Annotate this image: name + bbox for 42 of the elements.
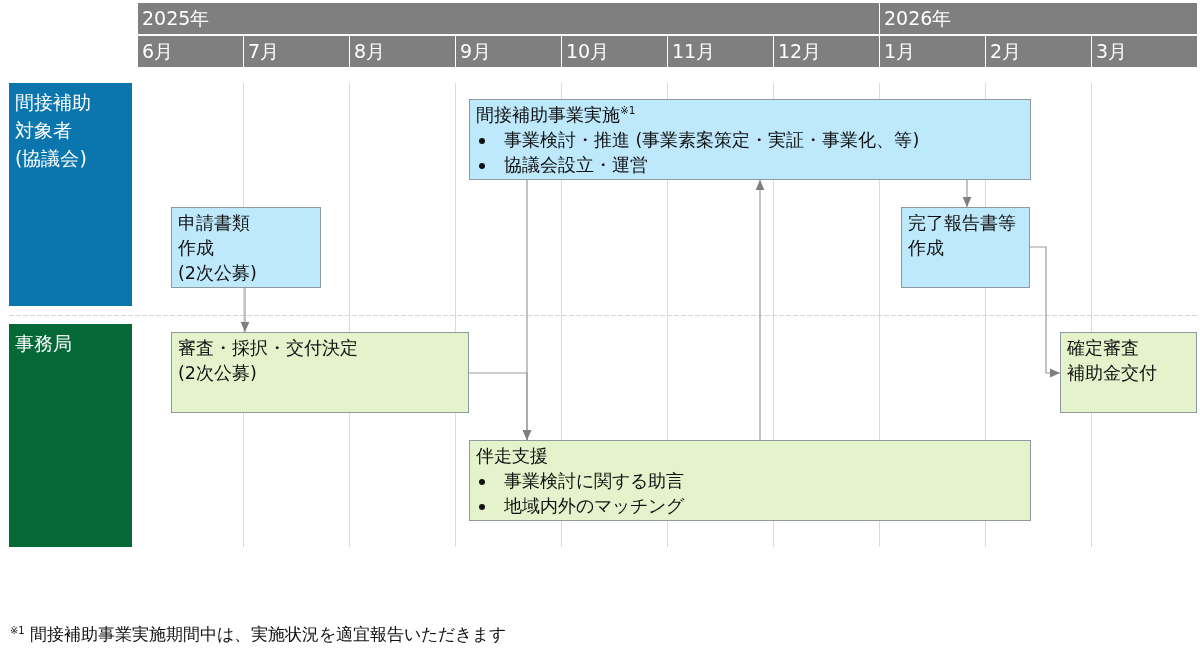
month-header: 11月 xyxy=(668,36,773,67)
connector-arrow xyxy=(755,179,765,441)
task-box xyxy=(469,99,1031,180)
task-text: (2次公募) xyxy=(178,362,257,385)
task-box xyxy=(171,207,321,288)
month-header: 12月 xyxy=(774,36,879,67)
lane-label: (協議会) xyxy=(15,146,87,171)
month-header: 7月 xyxy=(244,36,349,67)
bullet-item: 協議会設立・運営 xyxy=(476,153,648,178)
month-header: 2月 xyxy=(986,36,1091,67)
footnote: $^{※1}$ 間接補助事業実施期間中は、実施状況を適宜報告いただきます xyxy=(10,624,506,646)
bullet-item: 地域内外のマッチング xyxy=(476,494,684,519)
lane-label: 事務局 xyxy=(15,331,72,356)
year-header: 2025年 xyxy=(138,3,879,34)
month-header: 3月 xyxy=(1092,36,1197,67)
task-text: 補助金交付 xyxy=(1067,362,1157,385)
lane-header xyxy=(9,83,132,306)
task-text: 伴走支援 xyxy=(476,445,548,468)
task-text: (2次公募) xyxy=(178,262,257,285)
task-text: 審査・採択・交付決定 xyxy=(178,337,358,360)
task-box xyxy=(469,440,1031,521)
bullet-item: 事業検討・推進 (事業素案策定・実証・事業化、等) xyxy=(476,128,920,153)
month-header: 1月 xyxy=(880,36,985,67)
task-box xyxy=(171,332,469,413)
task-text: 完了報告書等作成 xyxy=(908,212,1017,260)
task-box xyxy=(1060,332,1197,413)
month-header: 9月 xyxy=(456,36,561,67)
connector-arrow xyxy=(962,179,972,208)
month-header: 6月 xyxy=(138,36,243,67)
connector-arrow xyxy=(240,287,250,333)
bullet-item: 事業検討に関する助言 xyxy=(476,469,684,494)
connector-arrow xyxy=(468,372,532,441)
task-text: 確定審査 xyxy=(1067,337,1139,360)
task-box xyxy=(901,207,1030,288)
month-header: 8月 xyxy=(350,36,455,67)
month-header: 10月 xyxy=(562,36,667,67)
lane-header xyxy=(9,324,132,547)
connector-arrow xyxy=(1029,246,1061,378)
task-text: 間接補助事業実施$^{※1}$ xyxy=(476,103,636,127)
year-header: 2026年 xyxy=(880,3,1197,34)
task-text: 申請書類作成 xyxy=(178,212,251,260)
lane-label: 間接補助対象者 xyxy=(15,90,92,143)
